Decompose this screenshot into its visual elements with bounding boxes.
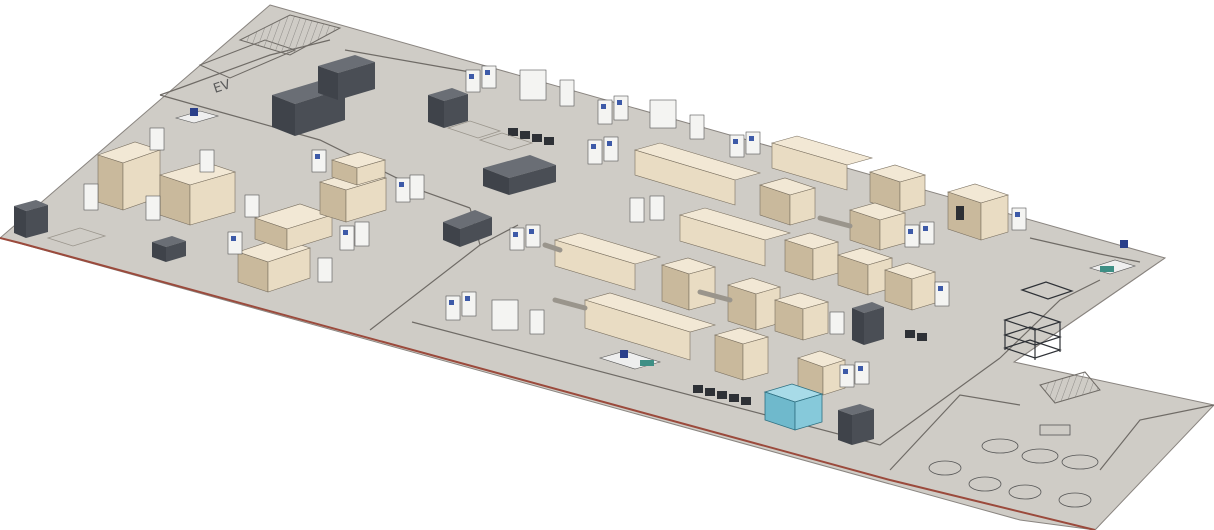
placement-machine	[783, 232, 840, 281]
reflow-oven	[678, 207, 792, 267]
machine-block	[97, 141, 161, 211]
placement-machine	[868, 164, 927, 213]
rack-group-4	[483, 155, 556, 195]
placement-machine	[726, 277, 782, 331]
reflow-oven	[770, 135, 874, 191]
machine-block	[254, 203, 333, 251]
rack-group-2	[318, 55, 375, 100]
machine-block	[330, 151, 387, 186]
machine-block	[158, 161, 237, 226]
reflow-oven	[583, 292, 717, 361]
workstation	[174, 108, 220, 124]
rack-group-8	[838, 404, 874, 445]
glass-cabinet	[763, 383, 824, 431]
rack-group-7	[152, 236, 186, 262]
storage-racks	[14, 55, 884, 445]
loader-units	[83, 65, 1027, 388]
meeting-tables	[928, 424, 1099, 508]
workshop-machines-left	[97, 141, 388, 293]
placement-machine	[773, 292, 830, 341]
floor-markings	[46, 120, 534, 247]
workstation	[598, 350, 662, 370]
ev-parking-area: EV	[198, 14, 342, 97]
rack-group-3	[428, 88, 468, 128]
rack-group-6	[14, 200, 48, 238]
conveyors	[542, 215, 853, 311]
placement-machine	[758, 177, 817, 226]
workstations	[174, 108, 1137, 370]
placement-machine	[947, 183, 1009, 241]
placement-machine	[713, 327, 770, 381]
production-lines	[553, 135, 1009, 396]
placement-machine	[797, 350, 846, 396]
screen-markers	[231, 70, 1020, 374]
ev-label: EV	[212, 77, 233, 97]
placement-machine	[848, 202, 907, 251]
workstation	[1088, 240, 1137, 275]
floor-aisles	[159, 39, 1214, 471]
trolley-rows	[508, 128, 927, 405]
office-area	[928, 371, 1101, 508]
placement-machine	[660, 257, 717, 311]
placement-machine	[884, 262, 936, 311]
rack-group-1	[272, 80, 345, 136]
rack-group-5	[443, 210, 492, 247]
placement-machine	[836, 247, 894, 296]
rack-group-9	[852, 302, 884, 345]
reflow-oven	[633, 142, 762, 206]
reflow-oven	[553, 232, 662, 291]
shelving-units	[1003, 281, 1074, 360]
